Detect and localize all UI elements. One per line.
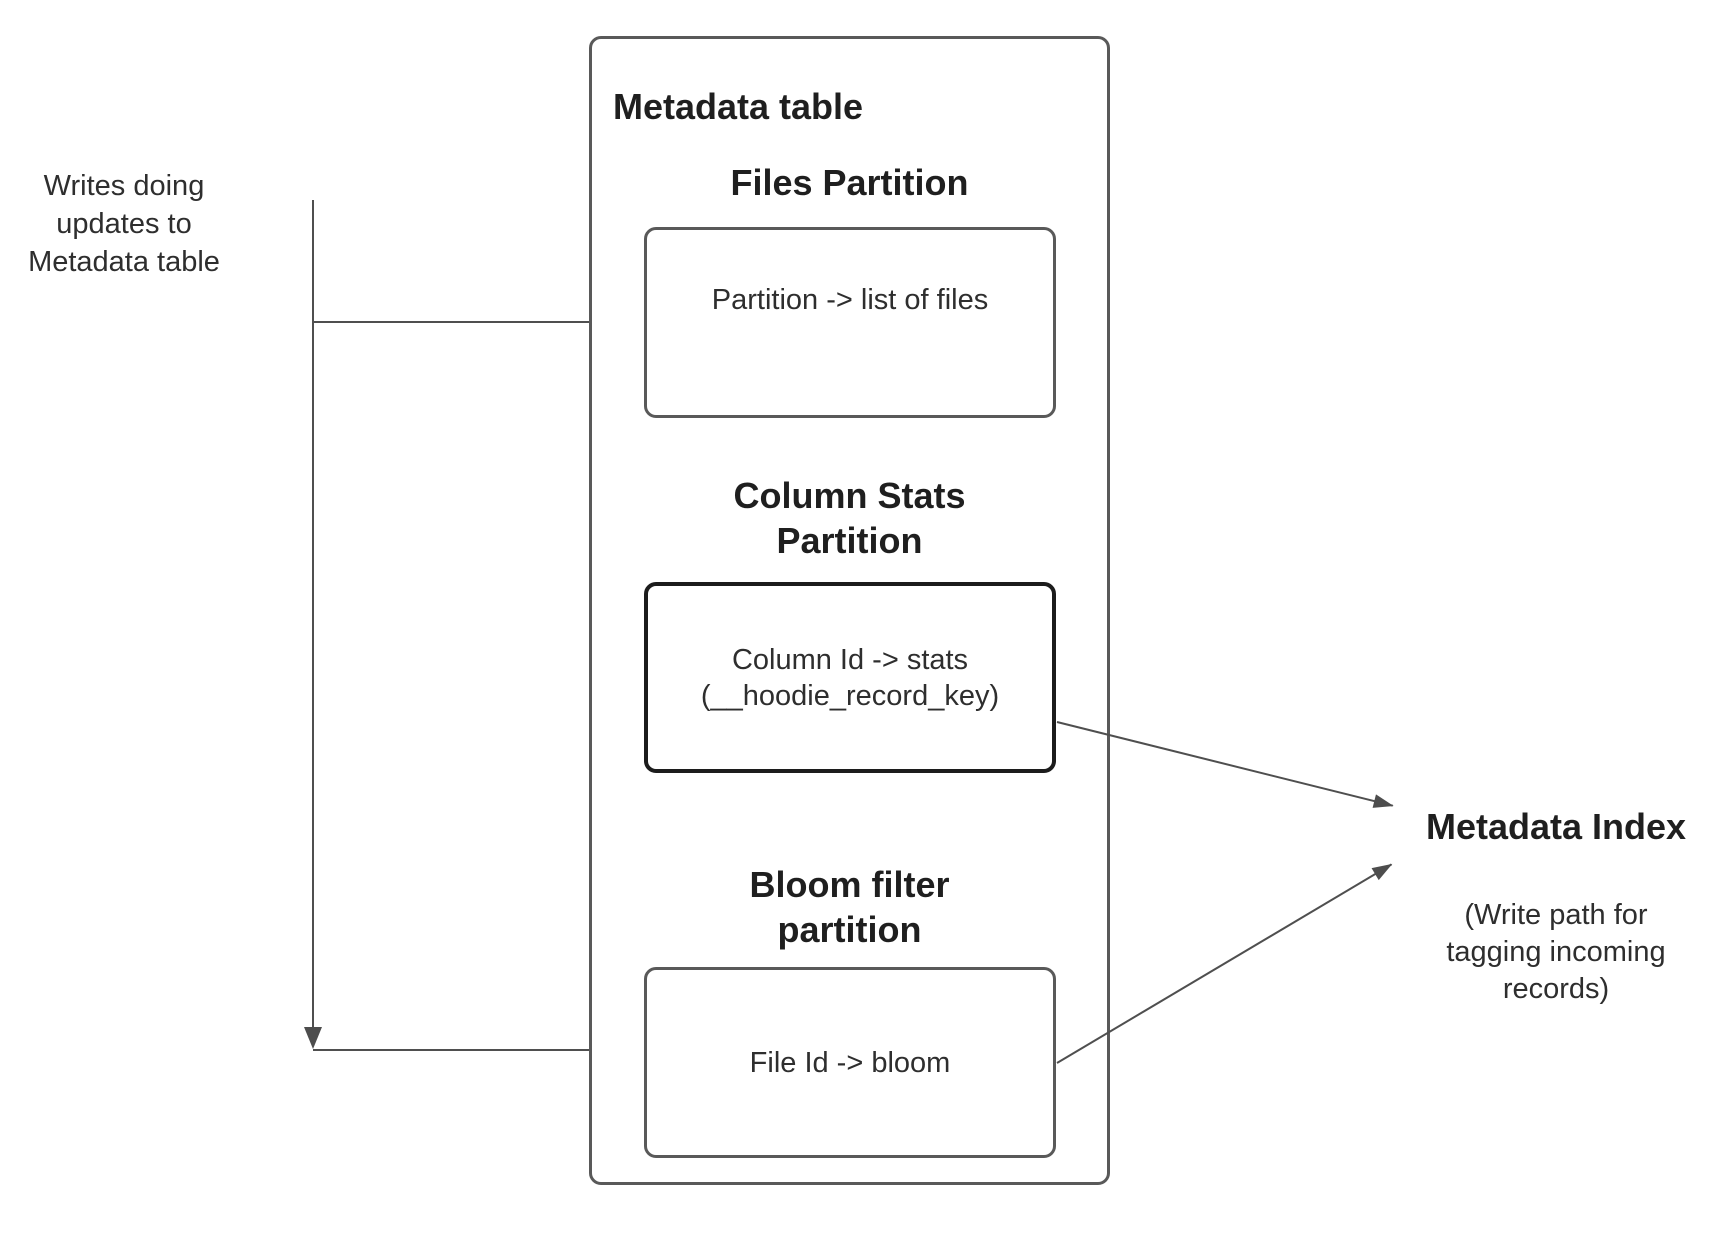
- writes-note: Writes doing updates to Metadata table: [28, 170, 220, 278]
- bloom-filter-text: File Id -> bloom: [749, 1046, 951, 1079]
- down-arrowhead-icon: [304, 1027, 322, 1049]
- files-partition-heading: Files Partition: [730, 162, 969, 203]
- files-partition-text: Partition -> list of files: [711, 283, 989, 316]
- metadata-index-title: Metadata Index: [1425, 806, 1687, 847]
- writes-branch-to-files-line: [313, 321, 646, 323]
- metadata-index-subtitle: (Write path for tagging incoming records…: [1446, 899, 1666, 1005]
- column-stats-box: Column Id -> stats (__hoodie_record_key): [644, 582, 1056, 773]
- bloom-filter-heading: Bloom filter partition: [749, 864, 950, 950]
- writes-branch-to-bloom-line: [313, 1049, 646, 1051]
- bloom-filter-box: File Id -> bloom: [644, 967, 1056, 1158]
- column-stats-text: Column Id -> stats (__hoodie_record_key): [700, 643, 1000, 712]
- column-stats-heading: Column Stats Partition: [733, 475, 966, 561]
- files-partition-box: Partition -> list of files: [644, 227, 1056, 418]
- arrowhead-icon: [1371, 857, 1396, 881]
- writes-vertical-line: [312, 200, 314, 1040]
- metadata-table-title: Metadata table: [613, 86, 864, 127]
